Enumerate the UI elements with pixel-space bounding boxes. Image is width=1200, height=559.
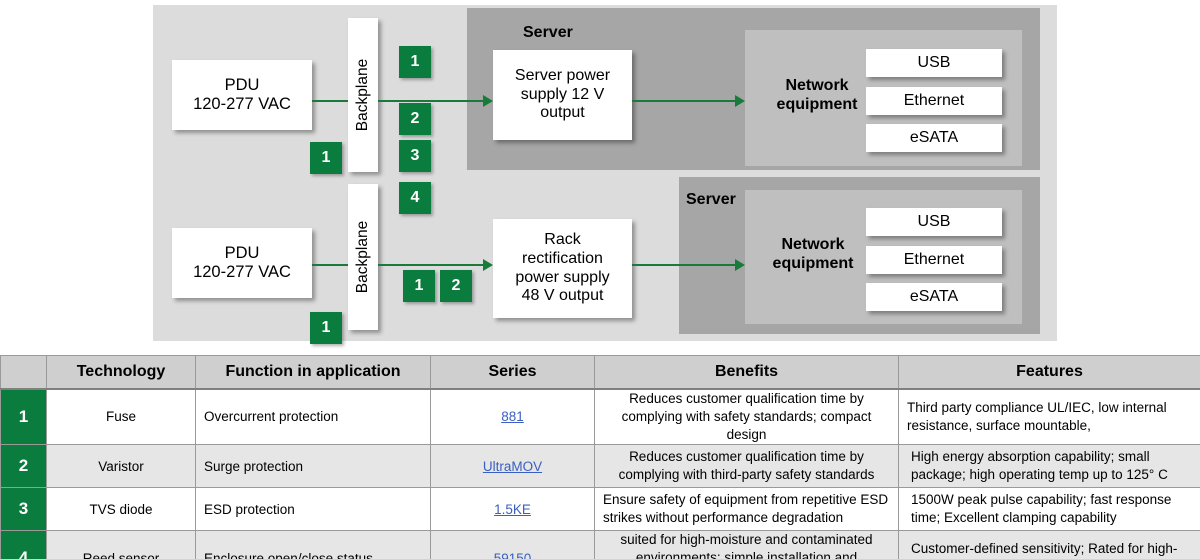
row-number-badge: 1 [0,387,47,446]
arrowhead-network-row1 [735,95,745,107]
wire-supply-to-network-row2 [632,264,735,266]
server-supply-line3: output [540,104,585,122]
header-number [0,355,47,390]
row-number-badge: 4 [0,530,47,559]
port-ethernet-row1: Ethernet [866,87,1002,115]
arrowhead-network-row2 [735,259,745,271]
cell-series[interactable]: 881 [430,387,595,446]
backplane-row1: Backplane [348,18,378,172]
header-function: Function in application [195,355,431,390]
cell-function: ESD protection [195,487,431,532]
cell-features: Third party compliance UL/IEC, low inter… [898,387,1200,446]
backplane-row2: Backplane [348,184,378,330]
arrowhead-supply-row1 [483,95,493,107]
port-esata-row2: eSATA [866,283,1002,311]
cell-features: 1500W peak pulse capability; fast respon… [898,487,1200,532]
rack-supply-line3: power supply [515,268,610,286]
component-spec-table-wrapper: Technology Function in application Serie… [0,355,1200,559]
network-equipment-label-line2: equipment [776,96,858,114]
series-link[interactable]: 1.5KE [494,501,531,517]
header-series: Series [430,355,595,390]
badge-rack-supply-1: 1 [403,270,435,302]
wire-pdu-to-backplane-row1 [312,100,348,102]
rack-supply-line2: rectification [522,249,603,267]
cell-features: High energy absorption capability; small… [898,444,1200,489]
cell-technology: Fuse [46,387,196,446]
port-usb-row2: USB [866,208,1002,236]
cell-technology: Varistor [46,444,196,489]
server-label-row2: Server [686,191,736,208]
server-label-row1: Server [523,24,573,41]
component-spec-table: Technology Function in application Serie… [0,355,1200,559]
header-technology: Technology [46,355,196,390]
cell-technology: Reed sensor [46,530,196,559]
server-supply-line1: Server power [514,66,611,84]
network-equipment-label-line1: Network [785,77,849,94]
badge-backplane-2: 2 [399,103,431,135]
wire-backplane-to-supply-row2 [378,264,483,266]
rack-supply-line4: 48 V output [521,287,604,305]
network-equipment-label-row2-line2: equipment [772,255,854,273]
cell-benefits: Ensure safety of equipment from repetiti… [594,487,899,532]
wire-pdu-to-backplane-row2 [312,264,348,266]
badge-backplane-3: 3 [399,140,431,172]
cell-features: Customer-defined sensitivity; Rated for … [898,530,1200,559]
table-row: 3 TVS diode ESD protection 1.5KE Ensure … [0,487,1200,532]
network-equipment-label-row2: Network equipment [758,235,868,273]
architecture-diagram: Server Network equipment USB Ethernet eS… [153,5,1057,344]
cell-technology: TVS diode [46,487,196,532]
network-equipment-label-row2-line1: Network [781,236,845,253]
pdu-label-line2: 120-277 VAC [193,95,291,113]
pdu-label-row2-line1: PDU [224,243,260,262]
badge-pdu-row2: 1 [310,312,342,344]
server-power-supply-box: Server power supply 12 V output [493,50,632,140]
pdu-label-line1: PDU [224,75,260,94]
cell-function: Enclosure open/close status [195,530,431,559]
arrowhead-supply-row2 [483,259,493,271]
cell-series[interactable]: 59150 [430,530,595,559]
pdu-label-row2-line2: 120-277 VAC [193,263,291,281]
series-link[interactable]: UltraMOV [482,458,543,474]
badge-rack-supply-2: 2 [440,270,472,302]
series-link[interactable]: 59150 [493,550,532,559]
cell-series[interactable]: UltraMOV [430,444,595,489]
table-row: 1 Fuse Overcurrent protection 881 Reduce… [0,387,1200,446]
backplane-label-row2: Backplane [354,220,371,294]
badge-backplane-1: 1 [399,46,431,78]
cell-benefits: Reduces customer qualification time by c… [594,387,899,446]
cell-benefits: suited for high-moisture and contaminate… [594,530,899,559]
cell-function: Overcurrent protection [195,387,431,446]
cell-function: Surge protection [195,444,431,489]
pdu-box-row1: PDU 120-277 VAC [172,60,312,130]
header-features: Features [898,355,1200,390]
table-row: 2 Varistor Surge protection UltraMOV Red… [0,444,1200,489]
table-row: 4 Reed sensor Enclosure open/close statu… [0,530,1200,559]
backplane-label-row1: Backplane [354,58,371,132]
rack-supply-line1: Rack [544,230,581,248]
wire-supply-to-network-row1 [632,100,735,102]
cell-benefits: Reduces customer qualification time by c… [594,444,899,489]
table-header-row: Technology Function in application Serie… [0,355,1200,390]
header-benefits: Benefits [594,355,899,390]
port-usb-row1: USB [866,49,1002,77]
port-esata-row1: eSATA [866,124,1002,152]
network-equipment-label-row1: Network equipment [762,76,872,114]
pdu-box-row2: PDU 120-277 VAC [172,228,312,298]
badge-backplane-4: 4 [399,182,431,214]
row-number-badge: 2 [0,444,47,489]
badge-pdu-row1: 1 [310,142,342,174]
rack-rectification-supply-box: Rack rectification power supply 48 V out… [493,219,632,318]
port-ethernet-row2: Ethernet [866,246,1002,274]
cell-series[interactable]: 1.5KE [430,487,595,532]
row-number-badge: 3 [0,487,47,532]
wire-backplane-to-supply-row1 [378,100,483,102]
series-link[interactable]: 881 [501,409,524,425]
server-supply-line2: supply 12 V [520,85,605,103]
